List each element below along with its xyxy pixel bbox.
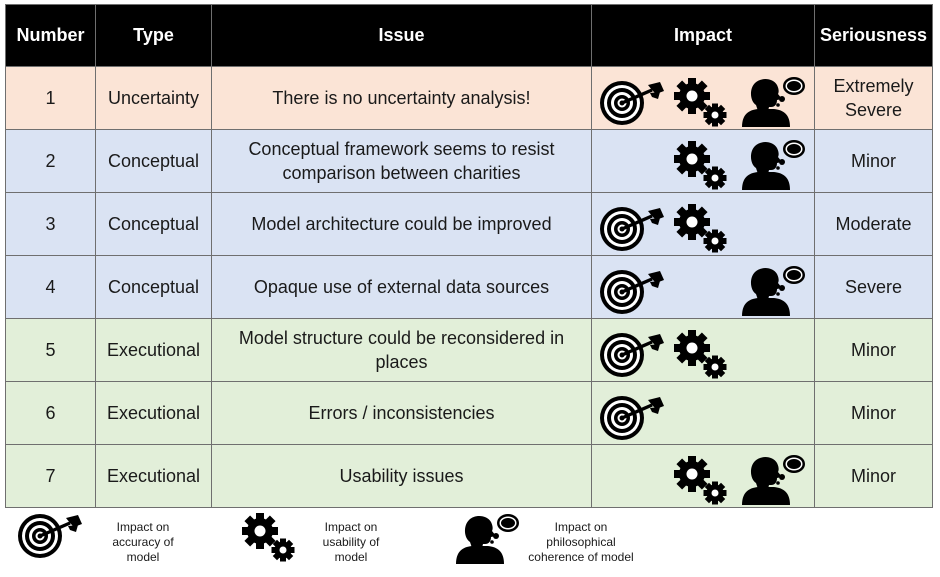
row-type: Executional	[95, 318, 212, 382]
row-seriousness: Minor	[814, 381, 933, 445]
legend-label: Impact on accuracy of model	[112, 520, 174, 564]
target-icon	[598, 205, 664, 253]
row-number: 1	[5, 66, 96, 130]
row-issue: Usability issues	[211, 444, 592, 508]
row-type: Conceptual	[95, 255, 212, 319]
row-number: 7	[5, 444, 96, 508]
row-seriousness: Minor	[814, 444, 933, 508]
row-issue: Model architecture could be improved	[211, 192, 592, 256]
row-number: 3	[5, 192, 96, 256]
row-number: 6	[5, 381, 96, 445]
gears-icon	[674, 140, 730, 190]
thinker-icon	[740, 453, 806, 505]
row-impact	[591, 192, 815, 256]
row-number: 5	[5, 318, 96, 382]
header-impact: Impact	[591, 4, 815, 67]
row-type: Executional	[95, 444, 212, 508]
header-issue: Issue	[211, 4, 592, 67]
row-seriousness: Severe	[814, 255, 933, 319]
row-impact	[591, 381, 815, 445]
row-impact	[591, 255, 815, 319]
row-impact	[591, 318, 815, 382]
thinker-icon	[740, 138, 806, 190]
row-seriousness: Minor	[814, 129, 933, 193]
thinker-icon	[454, 512, 520, 564]
target-icon	[598, 79, 664, 127]
row-seriousness: Extremely Severe	[814, 66, 933, 130]
row-number: 4	[5, 255, 96, 319]
legend-item-usability: Impact on usability of model	[242, 512, 412, 574]
row-number: 2	[5, 129, 96, 193]
gears-icon	[674, 329, 730, 379]
header-type: Type	[95, 4, 212, 67]
legend-label: Impact on usability of model	[322, 520, 380, 564]
legend-item-coherence: Impact on philosophical coherence of mod…	[454, 512, 654, 574]
row-type: Executional	[95, 381, 212, 445]
thinker-icon	[740, 75, 806, 127]
legend-item-accuracy: Impact on accuracy of model	[16, 512, 186, 574]
row-impact	[591, 66, 815, 130]
target-icon	[16, 512, 82, 560]
row-type: Uncertainty	[95, 66, 212, 130]
row-type: Conceptual	[95, 129, 212, 193]
header-seriousness: Seriousness	[814, 4, 933, 67]
row-type: Conceptual	[95, 192, 212, 256]
target-icon	[598, 331, 664, 379]
header-row: Number Type Issue Impact Seriousness	[5, 4, 933, 67]
row-impact	[591, 444, 815, 508]
row-issue: Conceptual framework seems to resist com…	[211, 129, 592, 193]
header-number: Number	[5, 4, 96, 67]
row-issue: There is no uncertainty analysis!	[211, 66, 592, 130]
row-seriousness: Moderate	[814, 192, 933, 256]
row-impact	[591, 129, 815, 193]
gears-icon	[674, 455, 730, 505]
target-icon	[598, 394, 664, 442]
row-issue: Opaque use of external data sources	[211, 255, 592, 319]
row-seriousness: Minor	[814, 318, 933, 382]
target-icon	[598, 268, 664, 316]
legend-label: Impact on philosophical coherence of mod…	[528, 520, 634, 564]
row-issue: Model structure could be reconsidered in…	[211, 318, 592, 382]
gears-icon	[674, 203, 730, 253]
gears-icon	[674, 77, 730, 127]
gears-icon	[242, 512, 298, 562]
row-issue: Errors / inconsistencies	[211, 381, 592, 445]
thinker-icon	[740, 264, 806, 316]
